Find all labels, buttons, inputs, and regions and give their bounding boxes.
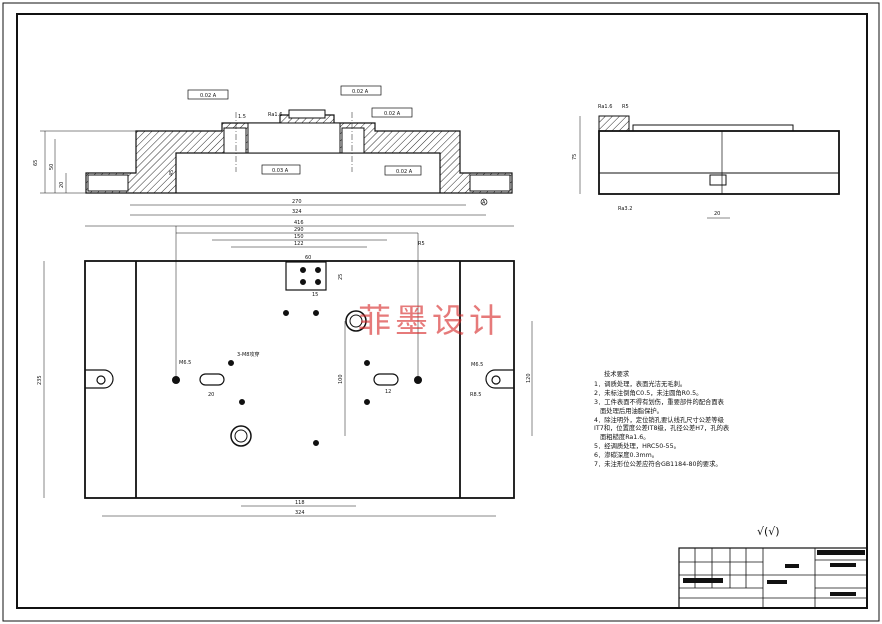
plan-outline: [84, 260, 515, 499]
datum-a-label: A: [482, 200, 486, 206]
tech-req-line: 面粗糙度Ra1.6。: [594, 434, 650, 442]
dim-plan-150: 150: [294, 234, 304, 240]
front-left-pocket: [87, 174, 129, 192]
dim-plan-height: 235: [37, 375, 43, 385]
gdt-right-mid-text: 0.02 A: [384, 111, 401, 117]
gdt-top-right-text: 0.02 A: [352, 89, 369, 95]
tech-req-line: 5．经调质处理，HRC50-55。: [594, 443, 680, 451]
dim-width-inner: 270: [292, 199, 302, 205]
gdt-lower-left-text: 0.03 A: [272, 168, 289, 174]
tech-req-title: 技术要求: [604, 371, 630, 378]
front-top-boss: [288, 109, 326, 119]
dim-plan-r: R5: [418, 241, 425, 247]
dim-front-step: 50: [49, 164, 55, 170]
plan-slot-right: [485, 369, 514, 389]
side-left-lug: [598, 115, 630, 132]
technical-requirements: 技术要求 1．调质处理，表面光洁无毛刺。 2．未标注倒角C0.5，未注圆角R0.…: [594, 371, 794, 470]
tech-req-line: 7．未注形位公差应符合GB1184-80的要求。: [594, 461, 722, 469]
dim-width-outer: 324: [292, 209, 302, 215]
surface-finish-symbol: √(√): [757, 525, 780, 538]
plan-hole-g: [364, 399, 370, 405]
plan-hole-a: [283, 310, 289, 316]
datum-a-marker: [480, 198, 488, 206]
plan-oblong-left: [199, 373, 225, 386]
tech-req-line: 面处理后用油脂保护。: [594, 407, 663, 415]
rough-note-1: Ra1.6: [268, 112, 282, 118]
side-view: 75 20 Ra3.2 R5 Ra1.6: [572, 104, 840, 219]
side-small-note: R5: [622, 104, 629, 110]
front-inner-pocket: [247, 122, 341, 154]
note-tap: 3-M8攻穿: [237, 351, 259, 358]
plan-hole-e: [239, 399, 245, 405]
dim-plan-290: 290: [294, 227, 304, 233]
dim-plan-120: 120: [526, 373, 532, 383]
note-hole-right: M6.5: [471, 362, 483, 368]
plan-hole-b: [313, 310, 319, 316]
side-top-boss: [632, 124, 794, 132]
dim-side-height: 75: [572, 154, 578, 160]
plan-hole-c: [313, 440, 319, 446]
front-right-pocket: [469, 174, 511, 192]
plan-hole-large-top: [345, 310, 367, 332]
tech-req-line: 2．未标注倒角C0.5，未注圆角R0.5。: [594, 389, 703, 397]
dim-side-hole-w: 20: [714, 211, 720, 217]
plan-oblong-right: [373, 373, 399, 386]
dim-front-inner: 45: [169, 170, 175, 176]
side-bottom-pin: [709, 174, 727, 186]
note-hole-left: M6.5: [179, 360, 191, 366]
dim-plan-top-full: 416: [294, 220, 304, 226]
dim-plan-100: 100: [338, 374, 344, 384]
small-note-a: 1.5: [238, 114, 246, 120]
gdt-lower-right-text: 0.02 A: [396, 169, 413, 175]
plan-hole-large-bottom: [230, 425, 252, 447]
note-hole-r: R8.5: [470, 392, 481, 398]
front-section-view: 65 50 20 45 270 324 0.02 A 0.02 A 0.02 A…: [33, 85, 513, 216]
dim-plate-h: 25: [338, 274, 344, 280]
gdt-top-left-text: 0.02 A: [200, 93, 217, 99]
dim-front-height: 65: [33, 160, 39, 166]
dim-plan-324: 324: [295, 510, 305, 516]
dim-plate-w: 60: [305, 255, 311, 261]
sheet-inner-border: [16, 13, 868, 609]
plan-slot-left: [85, 369, 114, 389]
gdt-frame-lower-left: [261, 164, 301, 175]
rough-side: Ra3.2: [618, 206, 632, 212]
front-bore-right: [341, 127, 365, 154]
plan-hole-f: [364, 360, 370, 366]
tech-req-line: IT7和，位置度公差IT8级，孔径公差H7，孔的表: [594, 425, 730, 433]
gdt-frame-top-left: [187, 89, 229, 100]
gdt-frame-lower-right: [384, 165, 422, 176]
tech-req-line: 1．调质处理，表面光洁无毛刺。: [594, 380, 687, 388]
dim-plan-122: 122: [294, 241, 304, 247]
tech-req-line: 6．渗碳深度0.3mm。: [594, 452, 659, 460]
dim-slot-left: 20: [208, 392, 214, 398]
tech-req-line: 3．工件表面不得有划伤，重要部件的配合面表: [594, 398, 724, 406]
gdt-frame-top-right: [340, 85, 382, 96]
side-small-note-2: Ra1.6: [598, 104, 612, 110]
gdt-frame-right-mid: [371, 107, 413, 118]
front-bore-left: [223, 127, 247, 154]
dim-plate-h2: 15: [312, 292, 318, 298]
dim-front-base: 20: [59, 182, 65, 188]
tech-req-line: 4．除注明外，定位销孔要认线孔尺寸公差等级: [594, 416, 724, 424]
plan-hole-d: [228, 360, 234, 366]
dim-plan-118: 118: [295, 500, 305, 506]
title-block: [678, 547, 868, 609]
plan-view: 416 290 150 122 R5 60 25 15 235 100 120 …: [37, 220, 533, 517]
dim-slot-right: 12: [385, 389, 391, 395]
plan-top-plate: [285, 261, 327, 291]
watermark-text: 菲墨设计: [358, 301, 506, 340]
